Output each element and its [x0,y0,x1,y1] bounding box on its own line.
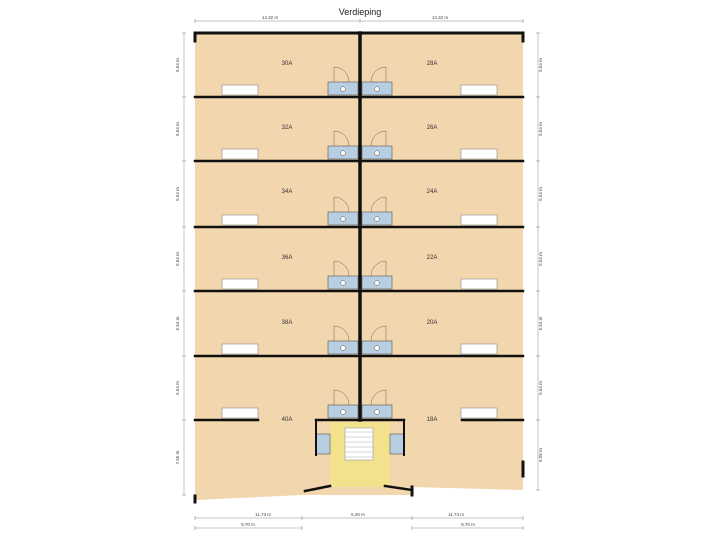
fixtures [221,66,498,455]
kitchen-counter [460,214,498,226]
bathroom-unit [389,433,405,455]
dimension-label: 6.05 m [538,448,543,462]
room-label: 24A [427,189,438,195]
dimension-label: 11.73 m [448,512,464,517]
toilet [340,86,346,92]
toilet [374,280,380,286]
kitchen-counter [221,407,259,419]
bathroom-unit [315,433,331,455]
dimension-label: 5.54 m [175,58,180,72]
door-swing [370,260,387,277]
stair-well [344,427,374,461]
toilet [374,409,380,415]
dimension-label: 5.54 m [538,58,543,72]
walls [193,31,525,504]
kitchen-counter [460,407,498,419]
kitchen-counter [221,84,259,96]
dimension-label: 11.73 m [255,512,271,517]
door-swing [333,260,350,277]
toilet [374,150,380,156]
dimension-label: 5.54 m [175,122,180,136]
dimension-label: 5.20 m [351,512,365,517]
room-label: 34A [282,189,293,195]
dimension-label: 5.54 m [538,122,543,136]
door-swing [333,389,350,406]
door-swing [333,325,350,342]
wall [303,484,332,493]
door-swing [370,389,387,406]
room-label: 26A [427,125,438,131]
kitchen-counter [460,84,498,96]
room-label: 20A [427,320,438,326]
toilet [340,345,346,351]
door-swing [333,66,350,83]
kitchen-counter [221,278,259,290]
kitchen-counter [460,343,498,355]
kitchen-counter [221,343,259,355]
plan-title: Verdieping [338,7,382,17]
door-swing [370,196,387,213]
door-swing [333,130,350,147]
room-label: 40A [282,417,293,423]
kitchen-counter [221,214,259,226]
toilet [374,216,380,222]
room-label: 30A [282,61,293,67]
toilet [340,150,346,156]
wall [383,484,414,492]
toilet [374,345,380,351]
door-swing [370,66,387,83]
dimension-label: 5.54 m [175,316,180,330]
kitchen-counter [221,148,259,160]
kitchen-counter [460,148,498,160]
room-label: 22A [427,255,438,261]
dimension-label: 5.54 m [538,252,543,266]
dimension-label: 5.54 m [175,381,180,395]
dimension-label: 5.54 m [538,316,543,330]
dimension-label: 5.54 m [538,381,543,395]
room-labels: 30A 32A 34A 36A 38A 40A 28A 26A 24A 22A 20A 18A [282,61,438,423]
toilet [374,86,380,92]
dimension-label: 7.55 m [175,450,180,464]
room-label: 38A [282,320,293,326]
room-label: 32A [282,125,293,131]
dimension-label: 14.32 m [262,15,279,20]
dimension-label: 9.70 m [461,522,475,527]
toilet [340,280,346,286]
kitchen-counter [460,278,498,290]
room-label: 36A [282,255,293,261]
toilet [340,216,346,222]
dimension-label: 9.70 m [241,522,255,527]
dimension-label: 5.54 m [175,252,180,266]
door-swing [370,130,387,147]
room-label: 18A [427,417,438,423]
door-swing [333,196,350,213]
dimension-label: 5.54 m [538,187,543,201]
room-label: 28A [427,61,438,67]
dimension-label: 5.54 m [175,187,180,201]
dimension-lines: 14.32 m 14.32 m 5.54 m 5.54 m 5.54 m 5.54 m 5.… [175,15,543,530]
door-swing [370,325,387,342]
toilet [340,409,346,415]
dimension-label: 14.32 m [432,15,449,20]
